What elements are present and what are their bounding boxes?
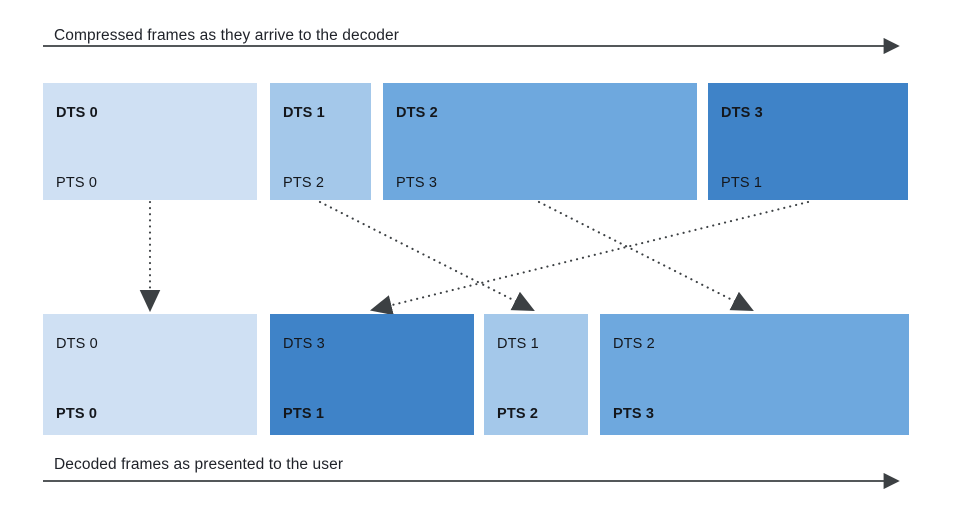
compressed-frame-2[interactable]: DTS 2 PTS 3: [383, 83, 697, 200]
frame-dts-label: DTS 3: [283, 336, 325, 352]
top-axis-arrow: [43, 37, 900, 55]
frame-pts-label: PTS 2: [497, 406, 539, 422]
compressed-frame-0[interactable]: DTS 0 PTS 0: [43, 83, 257, 200]
frame-pts-label: PTS 0: [56, 406, 98, 422]
compressed-frame-1[interactable]: DTS 1 PTS 2: [270, 83, 371, 200]
top-axis-caption: Compressed frames as they arrive to the …: [54, 27, 399, 44]
connector-dts3-to-pts1: [369, 200, 810, 316]
frame-dts-label: DTS 2: [613, 336, 655, 352]
frame-pts-label: PTS 2: [283, 175, 325, 191]
connector-dts1-to-pts2: [318, 200, 535, 312]
frame-dts-label: DTS 0: [56, 105, 98, 121]
frame-pts-label: PTS 0: [56, 175, 98, 191]
decoded-frame-1[interactable]: DTS 3 PTS 1: [270, 314, 474, 435]
frame-dts-label: DTS 2: [396, 105, 438, 121]
connector-dts2-to-pts3: [537, 200, 754, 312]
bottom-axis-arrow: [43, 472, 900, 490]
frame-dts-label: DTS 3: [721, 105, 763, 121]
frame-pts-label: PTS 3: [613, 406, 655, 422]
decoded-frame-2[interactable]: DTS 1 PTS 2: [484, 314, 588, 435]
compressed-frame-3[interactable]: DTS 3 PTS 1: [708, 83, 908, 200]
frame-dts-label: DTS 1: [283, 105, 325, 121]
frame-pts-label: PTS 1: [721, 175, 763, 191]
frame-pts-label: PTS 1: [283, 406, 325, 422]
decoded-frame-0[interactable]: DTS 0 PTS 0: [43, 314, 257, 435]
frame-pts-label: PTS 3: [396, 175, 438, 191]
frame-dts-label: DTS 1: [497, 336, 539, 352]
decoded-frame-3[interactable]: DTS 2 PTS 3: [600, 314, 909, 435]
bottom-axis-caption: Decoded frames as presented to the user: [54, 456, 344, 473]
frame-dts-label: DTS 0: [56, 336, 98, 352]
